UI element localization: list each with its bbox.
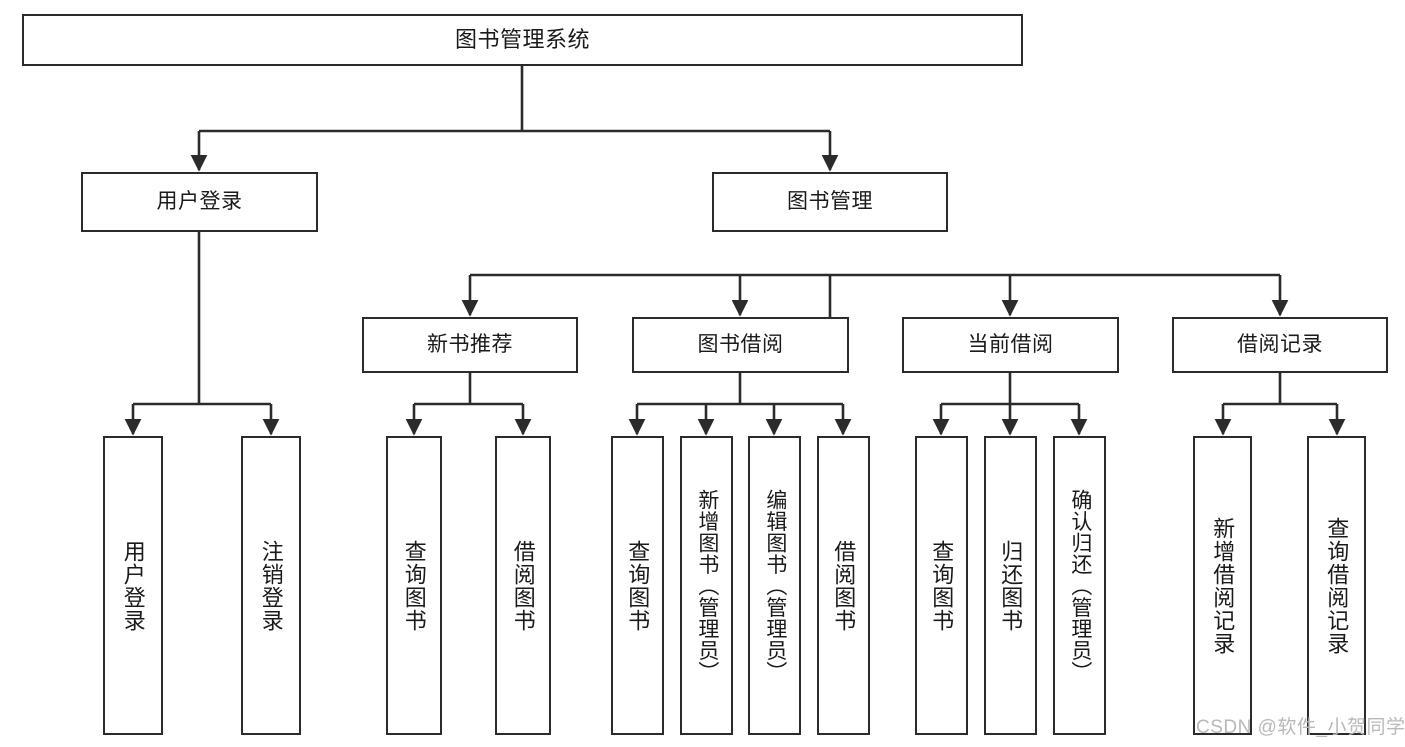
csdn-watermark: CSDN @软件_小贺同学 [1196, 717, 1405, 738]
node-book-borrow[interactable]: 图书借阅 [632, 317, 849, 373]
node-leaf-query-book-1[interactable]: 查询图书 [386, 436, 442, 735]
node-leaf-query-record-label: 查询借阅记录 [1324, 516, 1350, 655]
node-root[interactable]: 图书管理系统 [22, 14, 1023, 66]
node-borrow-record[interactable]: 借阅记录 [1172, 317, 1388, 373]
node-leaf-query-book-1-label: 查询图书 [401, 539, 427, 632]
node-leaf-user-login[interactable]: 用户登录 [103, 436, 163, 735]
node-book-manage[interactable]: 图书管理 [712, 172, 948, 232]
node-user-login-label: 用户登录 [156, 190, 243, 214]
node-leaf-edit-book[interactable]: 编辑图书（管理员） [748, 436, 801, 735]
node-leaf-query-book-2[interactable]: 查询图书 [611, 436, 664, 735]
node-current-borrow[interactable]: 当前借阅 [902, 317, 1119, 373]
node-leaf-query-book-3[interactable]: 查询图书 [915, 436, 968, 735]
node-leaf-borrow-book-2-label: 借阅图书 [831, 539, 857, 632]
node-leaf-add-book-label: 新增图书（管理员） [695, 488, 719, 683]
node-book-borrow-label: 图书借阅 [697, 333, 784, 357]
node-new-book-recommend[interactable]: 新书推荐 [362, 317, 578, 373]
node-leaf-borrow-book-2[interactable]: 借阅图书 [817, 436, 870, 735]
node-leaf-return-book-label: 归还图书 [998, 539, 1024, 632]
node-current-borrow-label: 当前借阅 [967, 333, 1054, 357]
node-user-login[interactable]: 用户登录 [81, 172, 318, 232]
node-leaf-confirm-return[interactable]: 确认归还（管理员） [1053, 436, 1106, 735]
node-leaf-logout-label: 注销登录 [258, 539, 284, 632]
node-leaf-edit-book-label: 编辑图书（管理员） [763, 488, 787, 683]
node-leaf-add-book[interactable]: 新增图书（管理员） [680, 436, 733, 735]
node-leaf-confirm-return-label: 确认归还（管理员） [1068, 488, 1092, 683]
node-leaf-logout[interactable]: 注销登录 [241, 436, 301, 735]
node-leaf-user-login-label: 用户登录 [120, 539, 146, 632]
node-leaf-borrow-book-1[interactable]: 借阅图书 [495, 436, 551, 735]
node-leaf-query-book-3-label: 查询图书 [929, 539, 955, 632]
node-leaf-query-book-2-label: 查询图书 [625, 539, 651, 632]
node-book-manage-label: 图书管理 [787, 190, 873, 214]
node-leaf-query-record[interactable]: 查询借阅记录 [1307, 436, 1366, 735]
node-root-label: 图书管理系统 [454, 26, 590, 52]
node-leaf-add-record-label: 新增借阅记录 [1210, 516, 1236, 655]
node-leaf-borrow-book-1-label: 借阅图书 [510, 539, 536, 632]
node-new-book-recommend-label: 新书推荐 [427, 333, 513, 357]
node-borrow-record-label: 借阅记录 [1237, 333, 1323, 357]
node-leaf-add-record[interactable]: 新增借阅记录 [1193, 436, 1252, 735]
node-leaf-return-book[interactable]: 归还图书 [984, 436, 1037, 735]
